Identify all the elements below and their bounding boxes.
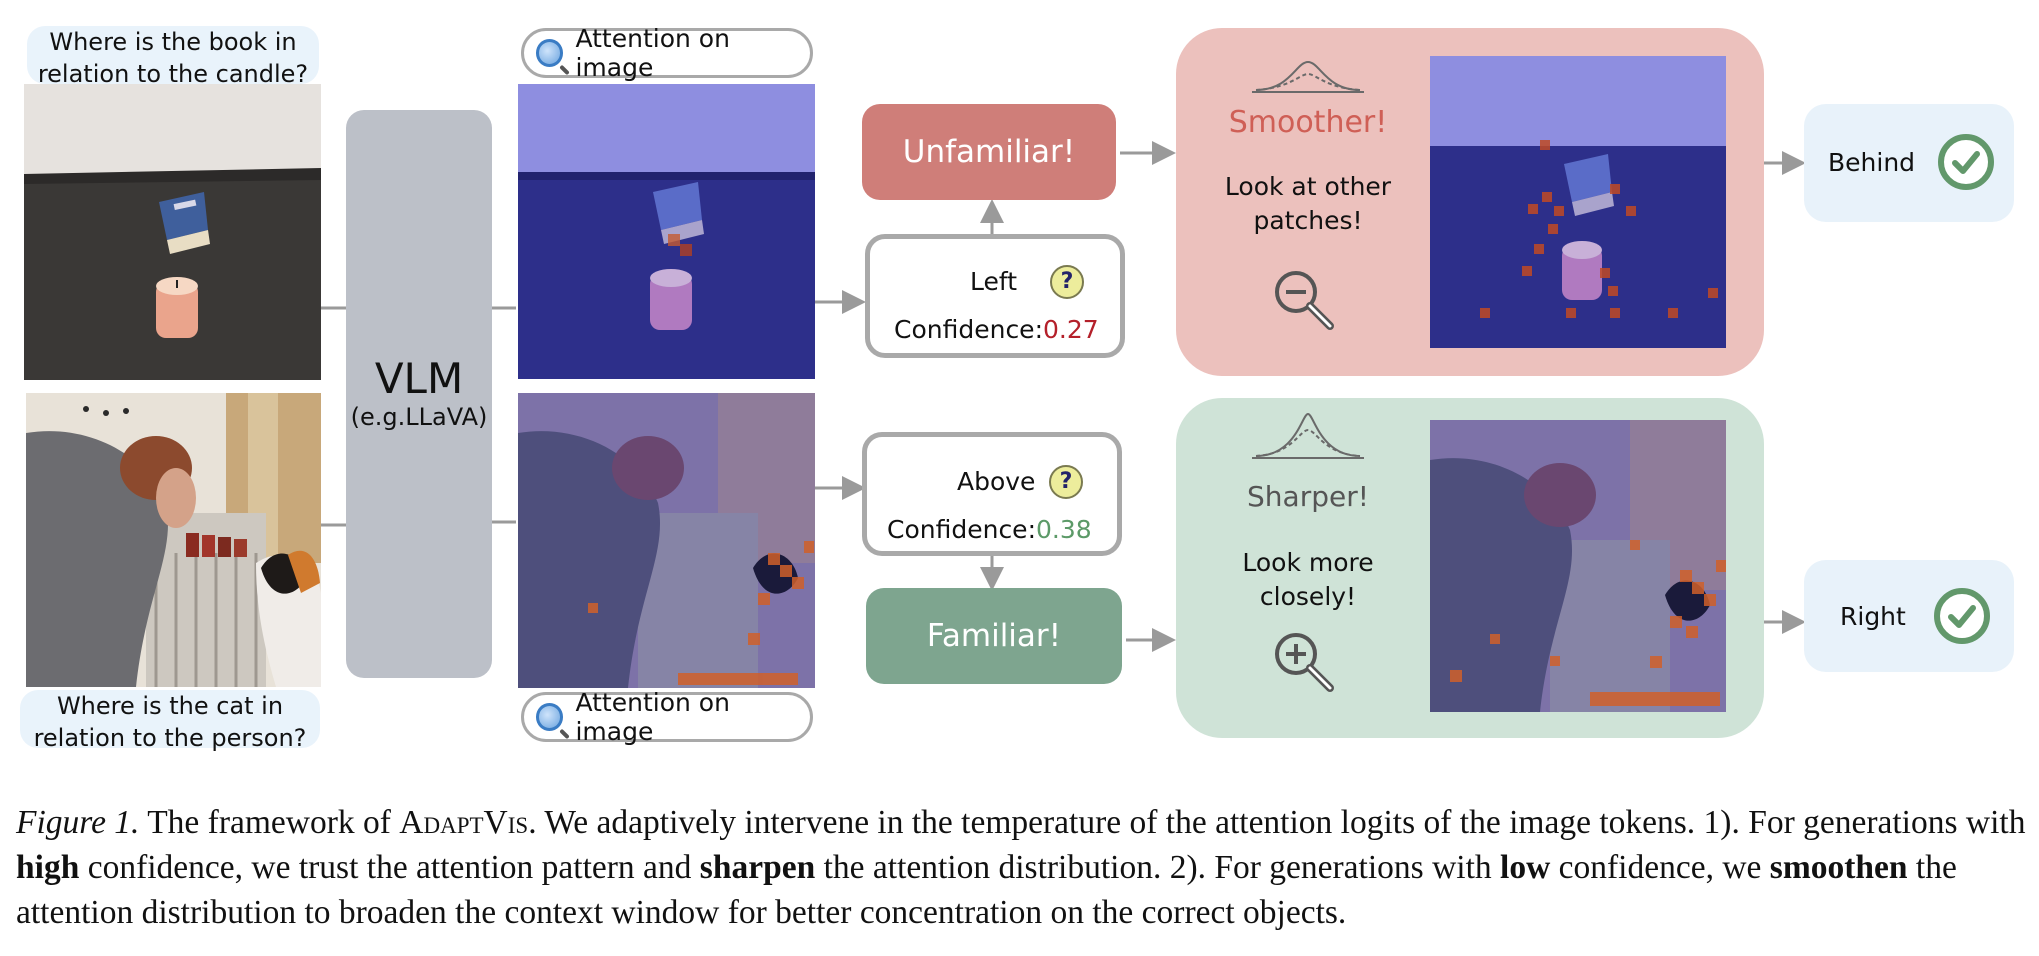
attention-label-bottom: Attention on image: [521, 688, 813, 746]
unfamiliar-pill: Unfamiliar!: [862, 104, 1116, 200]
result-box-bottom: Right: [1804, 560, 2014, 672]
caption-text: confidence, we: [1558, 849, 1762, 886]
instruction-text: Look more closely!: [1242, 548, 1374, 611]
attention-label-text: Attention on image: [575, 688, 730, 746]
method-name: AdaptVis: [399, 804, 529, 841]
attention-image-top: [518, 84, 815, 379]
status-text: Familiar!: [926, 618, 1062, 654]
question-text: Where is the book in relation to the can…: [37, 28, 309, 88]
status-text: Unfamiliar!: [902, 134, 1076, 170]
answer-text: Left: [970, 267, 1018, 296]
photo-cat-person: [26, 393, 321, 687]
attention-label-text: Attention on image: [575, 24, 730, 82]
confidence-value: 0.38: [1036, 515, 1092, 544]
smoothed-attention-image: [1430, 56, 1726, 348]
result-text: Behind: [1828, 148, 1916, 177]
vlm-block: VLM (e.g.LLaVA): [346, 110, 492, 678]
peaked-distribution-icon: [1252, 412, 1364, 459]
caption-bold: low: [1500, 849, 1551, 886]
confidence-line: Confidence:0.38: [887, 515, 1092, 544]
magnifier-icon: [536, 39, 564, 67]
confidence-label: Confidence:: [894, 315, 1043, 344]
question-mark-icon: ?: [1049, 465, 1083, 499]
sharper-panel: Sharper! Look more closely!: [1176, 398, 1764, 738]
check-circle-icon: [1934, 588, 1990, 644]
confidence-label: Confidence:: [887, 515, 1036, 544]
confidence-box-bottom: Above ? Confidence:0.38: [862, 432, 1122, 556]
caption-bold: high: [16, 849, 80, 886]
confidence-line: Confidence:0.27: [894, 315, 1099, 344]
result-box-top: Behind: [1804, 104, 2014, 222]
confidence-value: 0.27: [1043, 315, 1099, 344]
familiar-pill: Familiar!: [866, 588, 1122, 684]
caption-bold: smoothen: [1769, 849, 1908, 886]
instruction-text: Look at other patches!: [1224, 172, 1392, 235]
confidence-box-top: Left ? Confidence:0.27: [865, 234, 1125, 358]
attention-image-bottom: [518, 393, 815, 688]
zoom-out-icon: [1275, 271, 1334, 330]
answer-text: Above: [957, 467, 1036, 496]
question-text: Where is the cat in relation to the pers…: [33, 692, 307, 752]
caption-text: The framework of: [147, 804, 391, 841]
smoother-panel: Smoother! Look at other patches!: [1176, 28, 1764, 376]
caption-bold: sharpen: [699, 849, 816, 886]
caption-text: confidence, we trust the attention patte…: [87, 849, 692, 886]
zoom-in-icon: [1275, 633, 1334, 692]
figure-caption: Figure 1. The framework of AdaptVis. We …: [16, 800, 2026, 935]
check-circle-icon: [1938, 134, 1994, 190]
caption-label: Figure 1.: [16, 804, 140, 841]
caption-text: the attention distribution to broaden th…: [16, 849, 1957, 931]
flat-distribution-icon: [1252, 60, 1364, 93]
caption-text: . We adaptively intervene in the tempera…: [528, 804, 2026, 841]
photo-book-candle: [24, 84, 321, 380]
vlm-title: VLM: [374, 354, 464, 403]
mode-label: Smoother!: [1228, 105, 1388, 140]
mode-label: Sharper!: [1247, 480, 1369, 513]
question-bubble-book: Where is the book in relation to the can…: [27, 26, 319, 88]
vlm-subtitle: (e.g.LLaVA): [350, 403, 488, 431]
sharpened-attention-image: [1430, 420, 1726, 712]
result-text: Right: [1840, 602, 1906, 631]
question-mark-icon: ?: [1050, 265, 1084, 299]
attention-label-top: Attention on image: [521, 24, 813, 82]
question-bubble-cat: Where is the cat in relation to the pers…: [20, 690, 320, 752]
caption-text: the attention distribution. 2). For gene…: [823, 849, 1492, 886]
magnifier-icon: [536, 703, 564, 731]
